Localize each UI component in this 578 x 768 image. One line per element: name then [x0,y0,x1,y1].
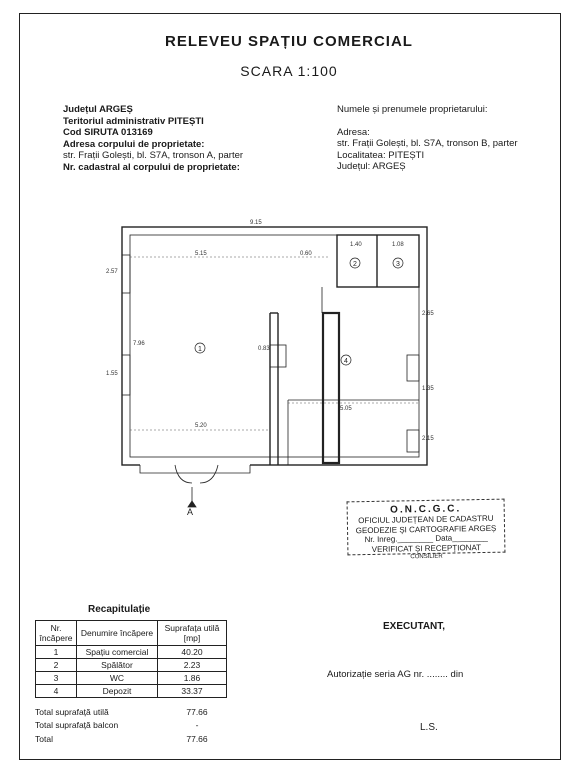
total-util-row: Total suprafață utilă 77.66 [35,707,208,717]
cell: 1 [35,645,77,659]
page-border [19,13,561,760]
scale-label: SCARA 1:100 [240,63,338,79]
table-row: 1 Spațiu comercial 40.20 [35,645,227,659]
ls-label: L.S. [420,722,438,733]
owner-locality: Localitatea: PITEȘTI [337,149,425,161]
cell: 4 [35,684,77,698]
owner-county: Județul: ARGEȘ [337,161,406,172]
cell: Spălător [76,658,158,672]
dim-left-h2: 1.55 [106,371,118,377]
storage-rack [321,311,341,465]
section-mark: A [187,507,193,515]
recap-header-nr: Nr. încăpere [35,620,77,646]
dim-top-left: 5.15 [195,251,207,257]
dim-col: 0.83 [258,346,270,352]
dim-top-mid: 0.60 [300,251,312,257]
total-balcon-value: - [195,720,199,730]
total-util-value: 77.66 [186,707,208,717]
recap-header-area: Suprafața utilă [mp] [157,620,227,646]
cell: WC [76,671,158,685]
cell: 2.23 [157,658,227,672]
cell: 33.37 [157,684,227,698]
outer-wall [121,226,428,466]
owner-label: Numele și prenumele proprietarului: [337,104,488,115]
right-info-block: Numele și prenumele proprietarului: Adre… [337,104,518,173]
cadastral-line: Nr. cadastral al corpului de proprietate… [63,161,240,173]
dim-right-h1: 2.65 [422,311,434,317]
recap-table: Nr. încăpere Denumire încăpere Suprafața… [35,620,227,698]
total-value: 77.66 [186,734,208,744]
owner-address-label: Adresa: [337,126,370,138]
recap-title: Recapitulație [88,604,151,615]
cell: Depozit [76,684,158,698]
owner-address-value: str. Frații Golești, bl. S7A, tronson B,… [337,138,518,149]
room-2-number: 2 [353,261,357,268]
dim-left-h3: 7.96 [133,341,145,347]
authorization-line: Autorizație seria AG nr. ........ din [327,669,464,680]
left-info-block: Județul ARGEȘ Teritoriul administrativ P… [63,104,243,173]
table-row: 2 Spălător 2.23 [35,658,227,672]
page-title: RELEVEU SPAȚIU COMERCIAL [165,33,413,50]
dim-right-mid: 5.05 [340,406,352,412]
address-label: Adresa corpului de proprietate: [63,138,205,150]
cadastre-stamp: O.N.C.G.C. OFICIUL JUDEȚEAN DE CADASTRU … [346,498,506,560]
table-row: 3 WC 1.86 [35,671,227,685]
table-row: 4 Depozit 33.37 [35,684,227,698]
executant-label: EXECUTANT, [383,621,446,632]
room-3-number: 3 [396,261,400,268]
total-balcon-label: Total suprafață balcon [35,720,119,730]
wc-block [336,234,420,288]
dim-right-h3: 2.15 [422,436,434,442]
cell: 2 [35,658,77,672]
room-1-number: 1 [198,346,202,353]
cell: 3 [35,671,77,685]
territory-line: Teritoriul administrativ PITEȘTI [63,115,204,127]
total-balcon-row: Total suprafață balcon - [35,720,198,730]
total-util-label: Total suprafață utilă [35,707,109,717]
cell: Spațiu comercial [76,645,158,659]
floor-plan: 9.15 5.15 0.60 1.40 1.08 2.57 1.55 7.96 … [106,220,434,515]
total-row: Total 77.66 [35,734,208,744]
room-4-number: 4 [344,358,348,365]
total-label: Total [35,734,53,744]
dim-wc1: 1.40 [350,242,362,248]
dim-top-total: 9.15 [250,220,262,226]
recap-header-name: Denumire încăpere [76,620,158,646]
dim-right-h2: 1.35 [422,386,434,392]
cell: 1.86 [157,671,227,685]
dim-wc2: 1.08 [392,242,404,248]
county-line: Județul ARGEȘ [63,104,133,115]
siruta-line: Cod SIRUTA 013169 [63,127,153,138]
dim-left-h1: 2.57 [106,269,118,275]
cell: 40.20 [157,645,227,659]
address-value: str. Frații Golești, bl. S7A, tronson A,… [63,150,244,161]
dim-bottom-left: 5.20 [195,423,207,429]
